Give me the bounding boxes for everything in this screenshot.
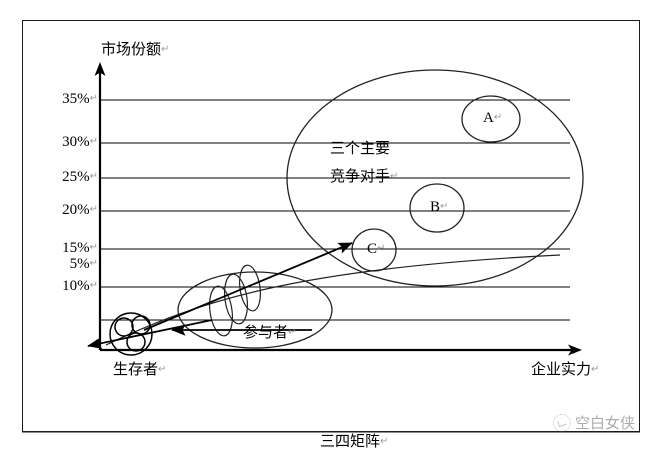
watermark: 空白女侠	[553, 412, 635, 433]
survivors-group-label: 生存者↵	[113, 360, 167, 378]
return-mark: ↵	[89, 171, 98, 182]
return-mark: ↵	[161, 44, 170, 55]
return-mark: ↵	[440, 201, 449, 212]
return-mark: ↵	[89, 242, 98, 253]
return-mark: ↵	[89, 204, 98, 215]
return-mark: ↵	[377, 243, 386, 254]
figure-caption: 三四矩阵↵	[320, 432, 389, 450]
return-mark: ↵	[390, 171, 399, 182]
y-tick-label-5: 5%↵	[69, 256, 98, 272]
y-tick-label-35: 35%↵	[62, 91, 98, 107]
x-axis-title: 企业实力↵	[531, 360, 600, 378]
y-tick-label-30: 30%↵	[62, 134, 98, 150]
y-tick-label-10: 10%↵	[62, 278, 98, 294]
return-mark: ↵	[288, 327, 297, 338]
competitors-group-label-line2: 竞争对手↵	[330, 167, 399, 185]
return-mark: ↵	[493, 112, 503, 123]
return-mark: ↵	[380, 436, 389, 447]
watermark-text: 空白女侠	[575, 414, 636, 432]
y-tick-label-25: 25%↵	[62, 169, 98, 185]
return-mark: ↵	[89, 280, 98, 291]
y-tick-label-20: 20%↵	[62, 202, 98, 218]
return-mark: ↵	[591, 364, 600, 375]
competitors-group-label-line1: 三个主要	[330, 139, 391, 157]
bubble-b-label: B↵	[430, 199, 449, 215]
return-mark: ↵	[89, 136, 98, 147]
return-mark: ↵	[158, 364, 167, 375]
participants-group-label: 参与者↵	[243, 323, 297, 341]
y-tick-label-15: 15%↵	[62, 240, 98, 256]
bubble-a-label: A↵	[483, 110, 503, 126]
return-mark: ↵	[89, 93, 98, 104]
y-axis-title: 市场份额↵	[101, 40, 170, 58]
camera-logo-icon	[553, 413, 571, 432]
bubble-c-label: C↵	[367, 241, 386, 257]
return-mark: ↵	[89, 258, 98, 269]
